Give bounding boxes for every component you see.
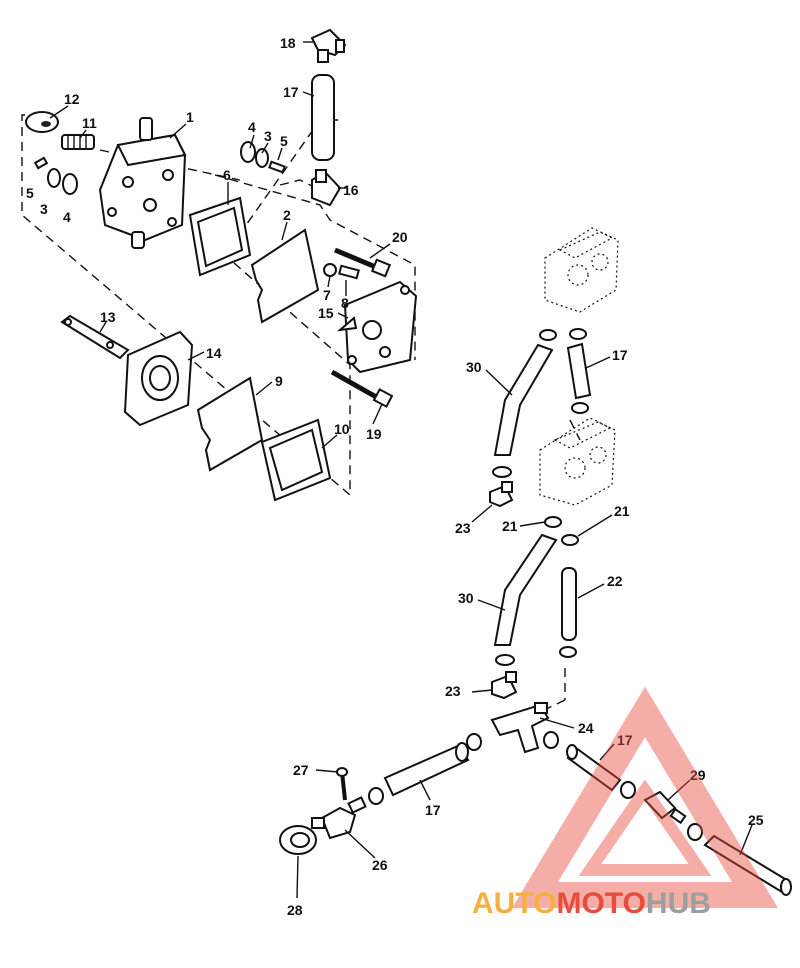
hose-22	[561, 567, 577, 641]
callout-4-left: 4	[63, 209, 71, 225]
connection-lines-right	[539, 419, 581, 713]
hose-clamp-tee-right	[543, 731, 559, 749]
watermark-hub: HUB	[646, 887, 711, 920]
hose-clamp-tee-left	[466, 733, 482, 751]
elbow-fitting-23-upper	[489, 481, 514, 508]
spring	[61, 134, 95, 150]
hose-clamp-22	[559, 646, 577, 658]
fuel-pump-upper-ghost	[544, 227, 619, 313]
elbow-fitting-18	[310, 28, 347, 63]
gasket-10	[260, 418, 332, 502]
callout-28: 28	[287, 902, 303, 918]
pump-base-14	[123, 330, 194, 427]
fuel-pump-lower-ghost	[539, 417, 616, 506]
callout-5-left: 5	[26, 185, 34, 201]
callout-3-right: 3	[264, 128, 272, 144]
washer-7	[323, 263, 337, 277]
tee-fitting-24	[490, 702, 550, 754]
callout-15: 15	[318, 305, 334, 321]
callout-25: 25	[748, 812, 764, 828]
fuel-pump-body	[98, 117, 187, 249]
gasket-6	[188, 196, 252, 277]
link-rod-13	[60, 314, 130, 360]
diaphragm-9	[196, 376, 264, 472]
callout-21-left: 21	[502, 518, 518, 534]
watermark-moto: MOTO	[556, 887, 645, 920]
diaphragm-2	[250, 228, 320, 324]
screw-19	[330, 369, 394, 408]
callout-23-upper: 23	[455, 520, 471, 536]
watermark-auto: AUTO	[472, 887, 556, 920]
callout-30-upper: 30	[466, 359, 482, 375]
screw-27	[336, 767, 348, 801]
hose-clamp-upper-2	[569, 328, 587, 340]
callout-21-right: 21	[614, 503, 630, 519]
callout-13: 13	[100, 309, 116, 325]
callout-10: 10	[334, 421, 350, 437]
callout-24: 24	[578, 720, 594, 736]
callout-labels: 1 2 3 3 4 4 5 5 6 7 8 9 10 11 12 13 14 1…	[26, 35, 764, 918]
callout-1: 1	[186, 109, 194, 125]
callout-11: 11	[82, 115, 97, 131]
callout-27: 27	[293, 762, 309, 778]
callout-12: 12	[64, 91, 80, 107]
callout-26: 26	[372, 857, 388, 873]
callout-17-mid: 17	[612, 347, 628, 363]
callout-14: 14	[206, 345, 222, 361]
hose-clamp-upper-1	[539, 329, 557, 341]
hose-17-bottom-left	[383, 742, 470, 797]
diaphragm-cap	[25, 111, 59, 133]
callout-7: 7	[323, 287, 331, 303]
hose-25	[703, 834, 792, 896]
callout-8: 8	[341, 295, 349, 311]
check-valve-parts-left	[33, 156, 78, 195]
callout-20: 20	[392, 229, 408, 245]
callout-9: 9	[275, 373, 283, 389]
grommet-28	[279, 825, 317, 855]
watermark: AUTOMOTOHUB	[472, 686, 778, 920]
fitting-29	[643, 790, 687, 825]
hose-17-top	[311, 74, 335, 161]
callout-30-lower: 30	[458, 590, 474, 606]
callout-17-bottom-left: 17	[425, 802, 441, 818]
callout-6: 6	[223, 167, 231, 183]
hose-clamp-23-lower	[495, 654, 515, 666]
hose-30-lower	[493, 533, 558, 646]
callout-18: 18	[280, 35, 296, 51]
callout-4-right: 4	[248, 119, 256, 135]
watermark-triangle-icon	[512, 686, 778, 908]
screw-8	[338, 264, 360, 280]
callout-22: 22	[607, 573, 623, 589]
leader-lines	[49, 41, 753, 899]
pump-cover-15	[336, 280, 418, 374]
elbow-fitting-16	[311, 169, 342, 207]
screw-20	[334, 247, 392, 278]
callout-3-left: 3	[40, 201, 48, 217]
hose-clamp-bottom-right	[620, 781, 636, 799]
hose-17-mid	[566, 342, 592, 400]
hose-clamp-21-right	[561, 534, 579, 546]
primer-fitting-26	[311, 796, 367, 840]
hose-clamp-mid-17	[571, 402, 589, 414]
callout-29: 29	[690, 767, 706, 783]
hose-clamp-29	[687, 823, 703, 841]
hose-clamp-bottom-left	[368, 787, 384, 805]
callout-17-bottom-right: 17	[617, 732, 633, 748]
hose-clamp-21-left	[544, 516, 562, 528]
hose-17-bottom-right	[566, 744, 622, 792]
hose-clamp-30-lower	[492, 466, 512, 478]
callout-17-top: 17	[283, 84, 299, 100]
callout-5-right: 5	[280, 133, 288, 149]
callout-23-lower: 23	[445, 683, 461, 699]
watermark-inner-triangle-icon	[578, 779, 712, 876]
check-valve-parts-right	[240, 141, 286, 174]
callout-19: 19	[366, 426, 382, 442]
svg-text:AUTOMOTOHUB: AUTOMOTOHUB	[472, 887, 711, 920]
hose-30-upper	[493, 343, 554, 456]
callout-16: 16	[343, 182, 359, 198]
callout-2: 2	[283, 207, 291, 223]
elbow-fitting-23-lower	[491, 671, 518, 700]
